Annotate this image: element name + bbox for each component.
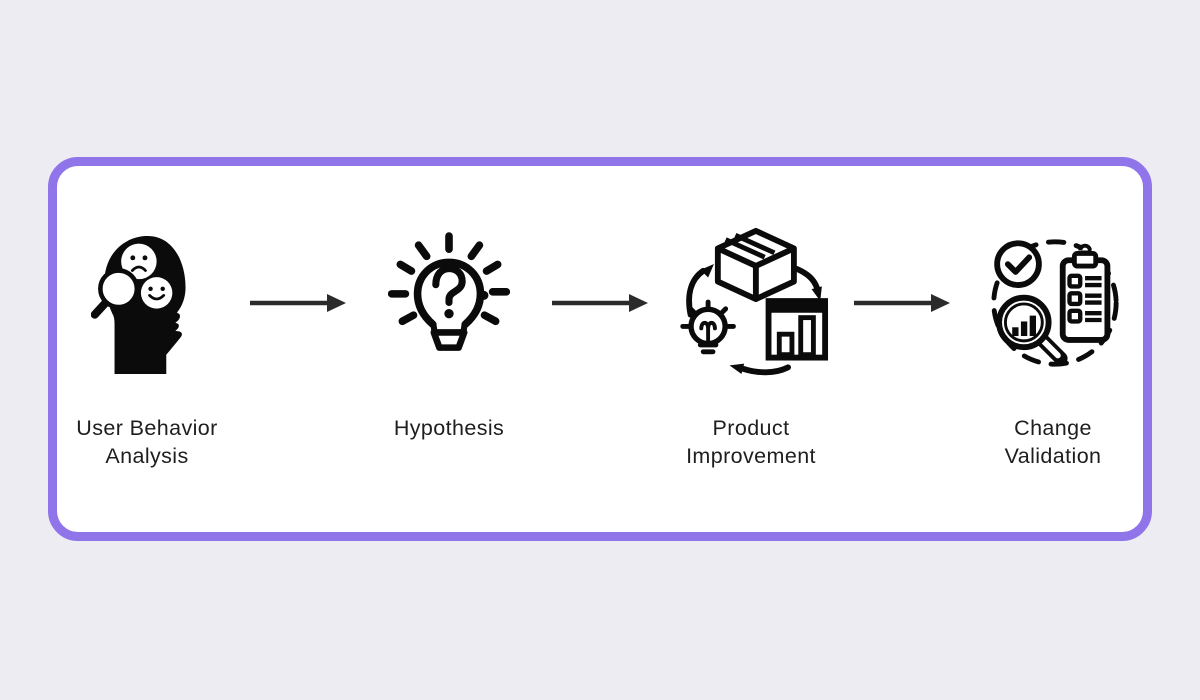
- step-label: User Behavior Analysis: [76, 415, 218, 468]
- flow-arrow-icon: [551, 291, 649, 315]
- step-product-improvement: Product Improvement: [655, 227, 847, 471]
- flow-arrow-icon: [853, 291, 951, 315]
- product-improvement-cycle-icon: [673, 227, 829, 378]
- head-emotions-magnifier-icon: [91, 228, 203, 378]
- lightbulb-question-icon: [388, 228, 510, 378]
- process-flow: User Behavior Analysis: [51, 227, 1149, 471]
- step-change-validation: Change Validation: [957, 228, 1149, 471]
- flow-panel: User Behavior Analysis: [48, 157, 1152, 541]
- validation-checklist-icon: [985, 228, 1121, 378]
- step-label: Product Improvement: [686, 415, 816, 468]
- flow-arrow-icon: [249, 291, 347, 315]
- step-label: Change Validation: [1004, 415, 1102, 468]
- step-user-behavior-analysis: User Behavior Analysis: [51, 228, 243, 471]
- step-hypothesis: Hypothesis: [353, 228, 545, 442]
- step-label: Hypothesis: [393, 415, 505, 440]
